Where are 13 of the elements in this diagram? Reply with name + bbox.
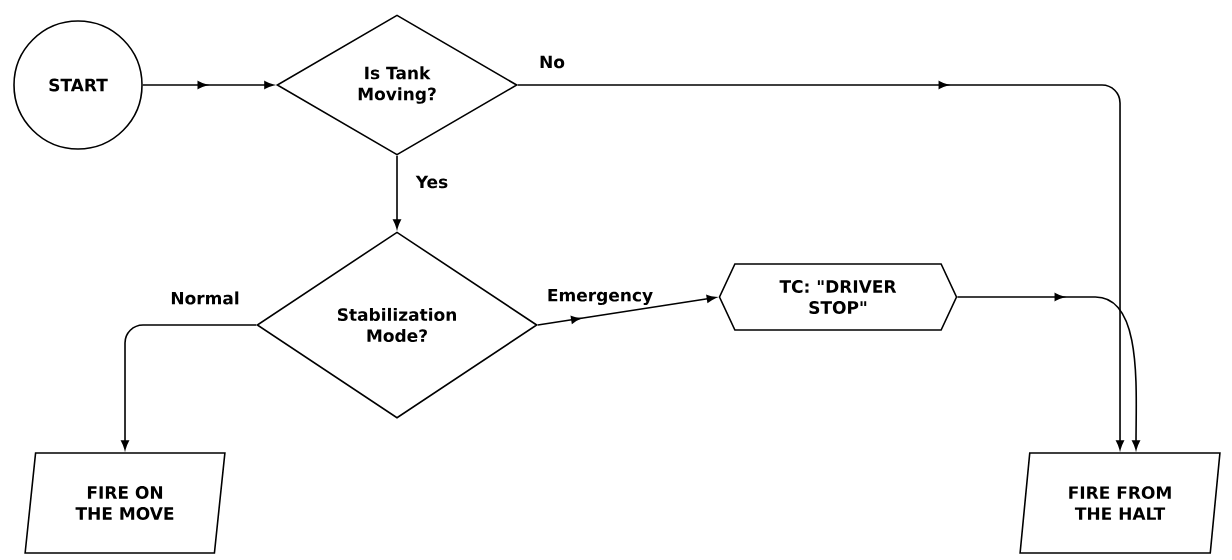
edge-label: No [538, 54, 566, 70]
edge-label: Normal [169, 290, 241, 306]
arrow [956, 293, 1140, 450]
edge-label: Yes [414, 174, 450, 190]
arrow [517, 81, 1124, 450]
output-parallelogram: FIRE ON THE MOVE [24, 452, 226, 554]
arrow [142, 81, 274, 89]
edge-label: Emergency [545, 287, 655, 307]
output-parallelogram: FIRE FROM THE HALT [1019, 452, 1221, 554]
arrow [393, 155, 401, 229]
arrow [537, 294, 717, 326]
arrow [121, 324, 257, 450]
process-hexagon: TC: "DRIVER STOP" [718, 263, 958, 331]
